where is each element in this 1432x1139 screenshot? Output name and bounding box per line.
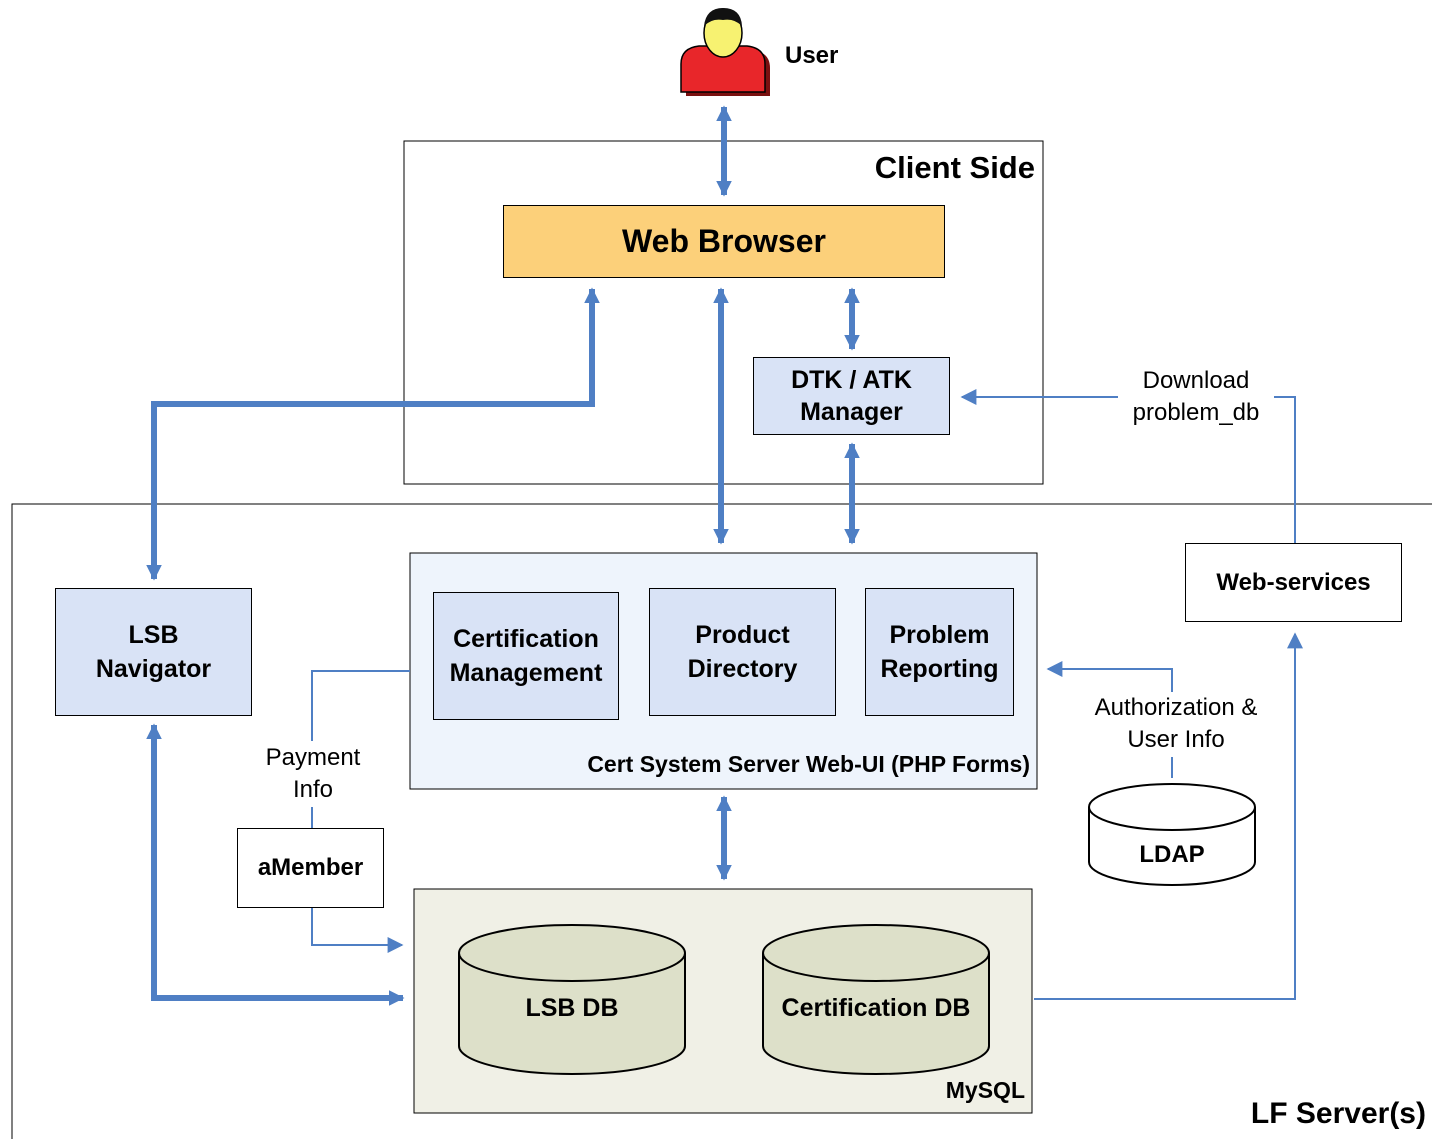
dtk-manager-line2: Manager xyxy=(800,398,903,426)
arrow-browser-navigator xyxy=(146,287,600,581)
download-line2: problem_db xyxy=(1132,399,1260,426)
arrow-navigator-lsbdb xyxy=(146,723,405,1006)
client-side-title: Client Side xyxy=(874,150,1035,185)
problem-rep-line1: Problem xyxy=(889,621,990,649)
product-dir-line1: Product xyxy=(695,621,790,649)
lsb-navigator-line1: LSB xyxy=(128,621,179,649)
lsb-navigator-line2: Navigator xyxy=(95,655,212,683)
problem-rep-line2: Reporting xyxy=(880,655,999,683)
amember-label: aMember xyxy=(257,854,364,881)
certification-db-label: Certification DB xyxy=(781,994,971,1022)
amember-box: aMember xyxy=(237,828,384,908)
dtk-manager-line1: DTK / ATK xyxy=(791,366,912,394)
lsb-navigator-box: LSB Navigator xyxy=(55,588,252,716)
problem-reporting-box: Problem Reporting xyxy=(865,588,1014,716)
ldap-label: LDAP xyxy=(1139,841,1205,868)
lsb-db-label: LSB DB xyxy=(525,994,619,1022)
payment-info-label: Payment Info xyxy=(248,742,378,806)
certification-management-box: Certification Management xyxy=(433,592,619,720)
web-services-box: Web-services xyxy=(1185,543,1402,622)
authorization-line2: User Info xyxy=(1127,726,1225,753)
authorization-line1: Authorization & xyxy=(1094,694,1258,721)
user-icon xyxy=(680,8,770,96)
connector-webservices-to-dtk xyxy=(1270,396,1296,543)
payment-info-line2: Info xyxy=(292,776,334,803)
mysql-caption: MySQL xyxy=(945,1077,1025,1103)
cert-mgmt-line2: Management xyxy=(449,659,603,687)
lsb-db-cylinder xyxy=(458,924,686,1075)
connector-certdb-to-webservices xyxy=(1034,632,1303,1000)
cert-server-caption: Cert System Server Web-UI (PHP Forms) xyxy=(587,751,1030,777)
product-directory-box: Product Directory xyxy=(649,588,836,716)
payment-info-line1: Payment xyxy=(265,744,361,771)
cert-mgmt-line1: Certification xyxy=(453,625,599,653)
connector-amember-to-mysql xyxy=(311,908,404,953)
ldap-cylinder xyxy=(1088,783,1256,886)
user-label: User xyxy=(785,42,839,69)
web-services-label: Web-services xyxy=(1216,568,1371,596)
lf-servers-title: LF Server(s) xyxy=(1250,1097,1426,1130)
download-label: Download problem_db xyxy=(1118,365,1274,429)
authorization-label: Authorization & User Info xyxy=(1078,692,1274,756)
connector-authorization-to-certserver xyxy=(1046,661,1173,695)
dtk-atk-manager-box: DTK / ATK Manager xyxy=(753,357,950,435)
download-line1: Download xyxy=(1142,367,1250,394)
product-dir-line2: Directory xyxy=(687,655,798,683)
web-browser-box: Web Browser xyxy=(503,205,945,278)
web-browser-label: Web Browser xyxy=(622,223,826,259)
certification-db-cylinder xyxy=(762,924,990,1075)
connector-certserver-to-payment xyxy=(311,670,410,741)
lf-servers-border xyxy=(11,503,1432,1139)
